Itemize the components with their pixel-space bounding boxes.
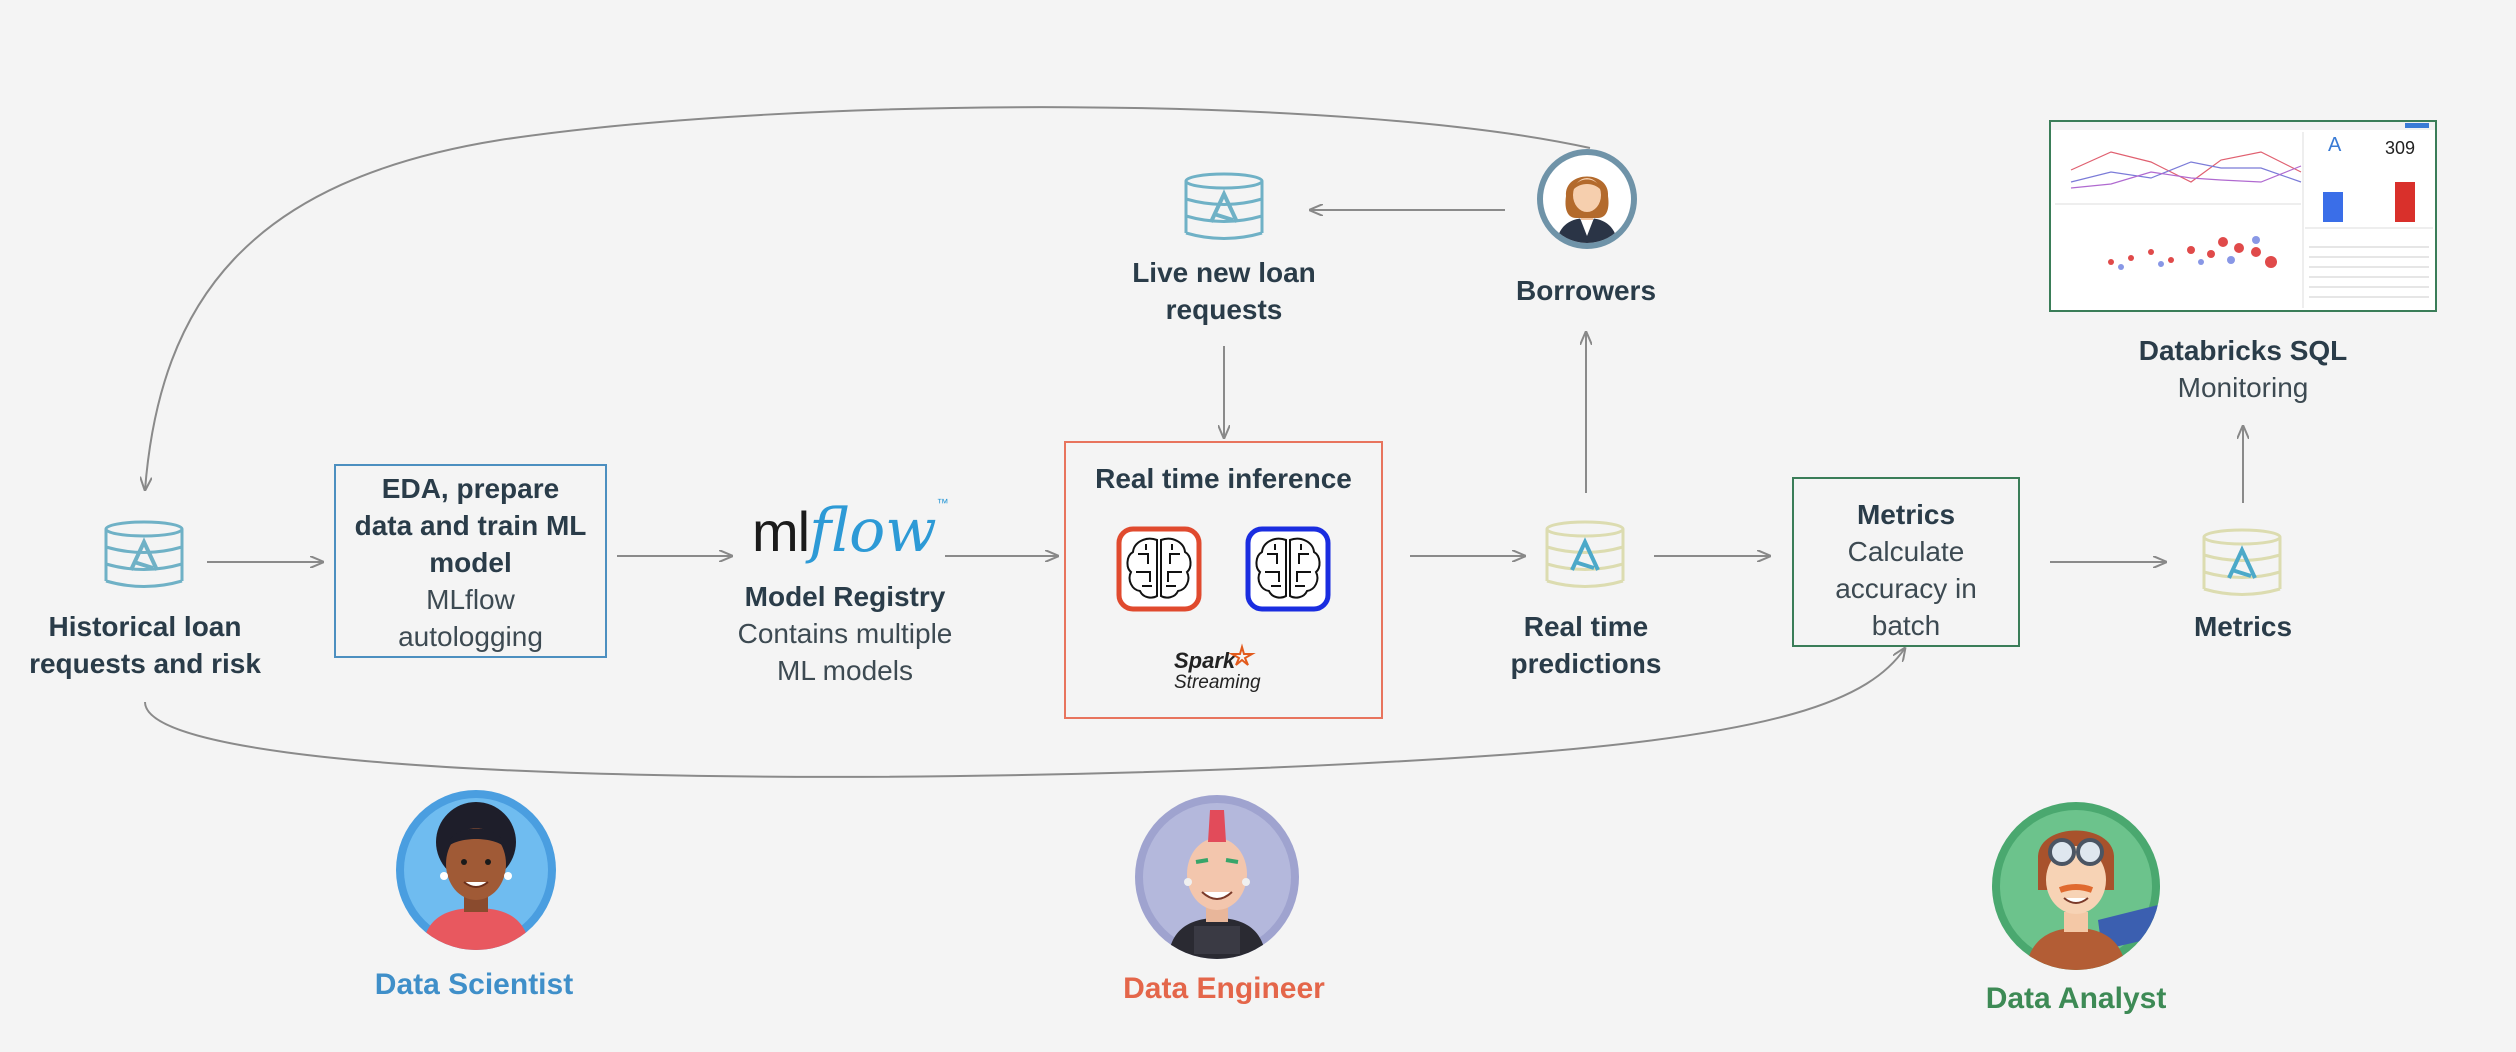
mlflow-logo-tm: ™ [936, 496, 949, 510]
metrics-box-sub-2: accuracy in [1835, 573, 1977, 604]
metrics-box-sub-1: Calculate [1847, 536, 1965, 567]
metrics-label: Metrics [2193, 611, 2293, 642]
dashboard-thumbnail [2049, 120, 2437, 312]
dbsql-title: Databricks SQL [2138, 335, 2348, 366]
borrower-avatar [1537, 149, 1637, 249]
inference-box [1064, 441, 1383, 719]
data-scientist-label: Data Scientist [374, 968, 574, 1001]
metrics-box-sub-3: batch [1871, 610, 1941, 641]
database-icon [2202, 528, 2282, 596]
spark-streaming-logo: Spark Streaming [1168, 643, 1288, 706]
arrow-borrowers-to-historical [145, 106, 1591, 490]
metrics-box-text: Metrics Calculate accuracy in batch [1792, 496, 2020, 644]
dbsql-sub: Monitoring [2177, 372, 2309, 403]
metrics-box-title: Metrics [1856, 499, 1956, 530]
predictions-label: Real time predictions [1456, 608, 1716, 682]
streaming-word: Streaming [1174, 672, 1261, 693]
inference-title: Real time inference [1095, 463, 1352, 494]
metrics-box [1792, 477, 2020, 647]
predictions-line1: Real time [1523, 611, 1649, 642]
mlflow-logo-flow: flow [809, 496, 937, 566]
eda-title-3: model [429, 547, 512, 578]
historical-line2: requests and risk [29, 648, 261, 679]
eda-title-1: EDA, prepare [381, 473, 560, 504]
eda-sub-1: MLflow [426, 584, 515, 615]
data-analyst-avatar [1992, 802, 2160, 970]
data-engineer-avatar [1135, 795, 1299, 959]
database-icon [104, 520, 184, 588]
model-registry-sub-2: ML models [777, 655, 913, 686]
arrow-historical-to-metrics-box [144, 648, 1905, 778]
mlflow-logo-ml: ml [752, 500, 810, 563]
database-icon [1184, 172, 1264, 240]
spark-word: Spark [1174, 648, 1236, 673]
historical-label: Historical loan requests and risk [10, 608, 280, 682]
dashboard-letter: A [2328, 134, 2342, 156]
eda-box [334, 464, 607, 658]
dashboard-number: 309 [2385, 138, 2416, 158]
live-line2: requests [1165, 294, 1283, 325]
spark-star-icon [1228, 643, 1256, 666]
live-line1: Live new loan [1132, 257, 1316, 288]
mlflow-text: Model Registry Contains multiple ML mode… [700, 578, 990, 689]
data-analyst-label: Data Analyst [1985, 982, 2167, 1015]
model-registry-title: Model Registry [744, 581, 946, 612]
historical-line1: Historical loan [48, 611, 242, 642]
dashboard-icon [2051, 122, 2435, 308]
database-icon [1545, 520, 1625, 588]
dbsql-text: Databricks SQL Monitoring [2083, 332, 2403, 406]
brain-icon [1245, 526, 1331, 612]
predictions-line2: predictions [1510, 648, 1662, 679]
eda-text: EDA, prepare data and train ML model MLf… [334, 470, 607, 655]
borrowers-label: Borrowers [1515, 275, 1657, 306]
mlflow-logo: mlflow™ [752, 496, 949, 566]
eda-sub-2: autologging [398, 621, 543, 652]
model-registry-sub-1: Contains multiple [737, 618, 953, 649]
data-engineer-label: Data Engineer [1123, 972, 1325, 1005]
data-scientist-avatar [396, 790, 556, 950]
brain-icon [1116, 526, 1202, 612]
eda-title-2: data and train ML [354, 510, 587, 541]
live-requests-label: Live new loan requests [1084, 254, 1364, 328]
